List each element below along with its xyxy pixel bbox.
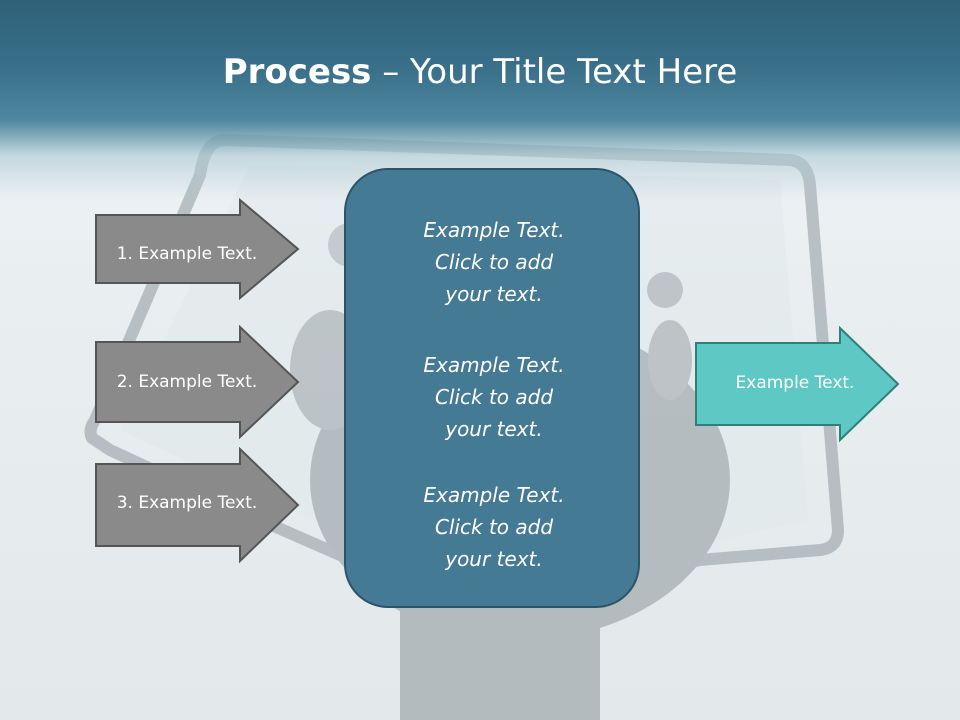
center-block-2-line-3: your text. bbox=[445, 417, 543, 441]
center-block-1-line-2: Click to add bbox=[434, 250, 554, 274]
arrow-shape-right[interactable] bbox=[694, 326, 900, 444]
center-block-3-line-3: your text. bbox=[445, 547, 543, 571]
center-block-3-line-1: Example Text. bbox=[423, 483, 565, 507]
center-block-2-line-1: Example Text. bbox=[423, 353, 565, 377]
center-block-1-line-3: your text. bbox=[445, 282, 543, 306]
slide-title[interactable]: Process – Your Title Text Here bbox=[0, 52, 960, 92]
title-bold: Process bbox=[222, 52, 372, 92]
title-rest: – Your Title Text Here bbox=[371, 52, 738, 92]
center-text-box[interactable]: Example Text. Click to add your text. Ex… bbox=[344, 168, 640, 608]
title-bar bbox=[0, 0, 960, 200]
arrow-shape-2[interactable] bbox=[94, 325, 300, 439]
arrow-shape-3[interactable] bbox=[94, 447, 300, 565]
center-block-3: Example Text. Click to add your text. bbox=[346, 479, 642, 575]
center-block-2-line-2: Click to add bbox=[434, 385, 554, 409]
center-block-1: Example Text. Click to add your text. bbox=[346, 214, 642, 310]
center-block-3-line-2: Click to add bbox=[434, 515, 554, 539]
arrow-label-right: Example Text. bbox=[735, 373, 855, 393]
arrow-label-3: 3. Example Text. bbox=[116, 493, 258, 513]
center-block-1-line-1: Example Text. bbox=[423, 218, 565, 242]
arrow-label-2: 2. Example Text. bbox=[116, 372, 258, 392]
center-block-2: Example Text. Click to add your text. bbox=[346, 349, 642, 445]
arrow-shape-1[interactable] bbox=[94, 198, 300, 300]
arrow-label-1: 1. Example Text. bbox=[116, 244, 258, 264]
